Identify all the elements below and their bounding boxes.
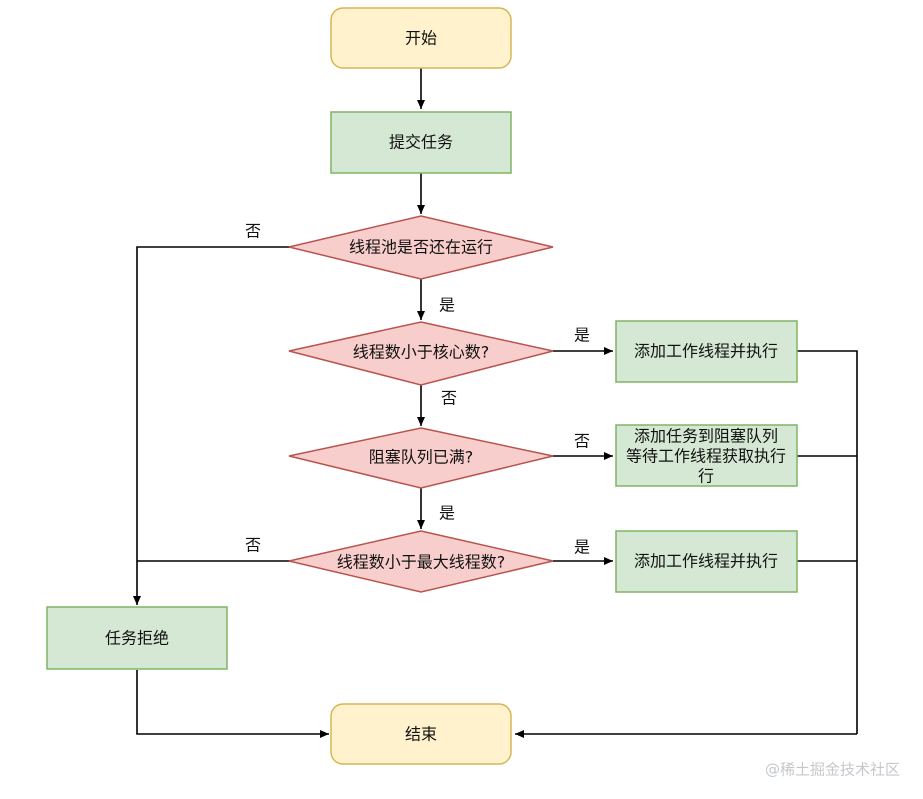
label-pool-running-yes: 是 (439, 296, 455, 315)
node-submit-task: 提交任务 (330, 111, 512, 174)
edge-addworker1-right (797, 350, 858, 734)
node-enqueue-task: 添加任务到阻塞队列 等待工作线程获取执行 行 (615, 424, 798, 487)
less-than-max-label: 线程数小于最大线程数? (337, 553, 506, 572)
label-core-no: 否 (441, 389, 457, 408)
enqueue-line-2: 等待工作线程获取执行 (626, 447, 786, 466)
add-worker-2-label: 添加工作线程并执行 (634, 552, 778, 571)
label-pool-running-no: 否 (245, 222, 261, 241)
node-end: 结束 (330, 703, 512, 765)
label-queue-not-full: 否 (574, 432, 590, 451)
decision-less-than-max: 线程数小于最大线程数? (288, 530, 554, 593)
submit-task-label: 提交任务 (389, 133, 453, 152)
start-label: 开始 (405, 29, 437, 48)
decision-less-than-core: 线程数小于核心数? (288, 321, 554, 386)
edge-reject-end (136, 670, 329, 738)
node-start: 开始 (330, 7, 512, 69)
decision-pool-running: 线程池是否还在运行 (288, 215, 554, 280)
label-core-yes: 是 (574, 326, 590, 345)
watermark-text: @稀土掘金技术社区 (765, 761, 900, 779)
enqueue-line-1: 添加任务到阻塞队列 (634, 427, 778, 446)
end-label: 结束 (405, 725, 437, 744)
label-max-no: 否 (245, 536, 261, 555)
less-than-core-label: 线程数小于核心数? (353, 343, 490, 362)
edge-running-reject (133, 246, 290, 605)
add-worker-1-label: 添加工作线程并执行 (634, 342, 778, 361)
enqueue-line-3: 行 (698, 467, 714, 486)
decision-queue-full: 阻塞队列已满? (288, 427, 554, 489)
node-task-reject: 任务拒绝 (46, 606, 228, 670)
pool-running-label: 线程池是否还在运行 (349, 238, 493, 257)
label-queue-full-yes: 是 (439, 504, 455, 523)
node-add-worker-1: 添加工作线程并执行 (615, 320, 798, 383)
queue-full-label: 阻塞队列已满? (369, 448, 474, 467)
node-add-worker-2: 添加工作线程并执行 (615, 530, 798, 593)
task-reject-label: 任务拒绝 (105, 629, 169, 648)
label-max-yes: 是 (574, 538, 590, 557)
